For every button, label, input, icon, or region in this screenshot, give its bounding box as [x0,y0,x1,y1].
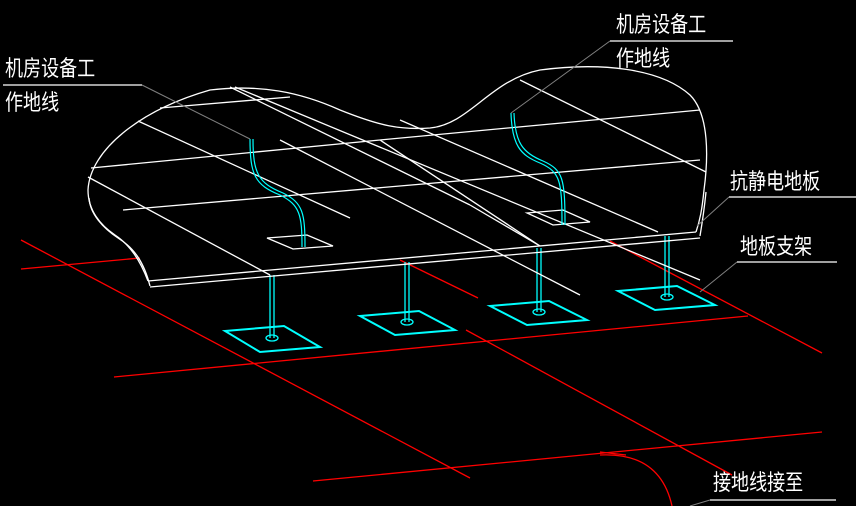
ground-wire-right [510,112,563,226]
tile-seam [159,96,291,109]
grid-line [312,431,823,482]
leader-line [510,40,611,114]
ground-wire-right-inner [513,112,566,226]
label-ground-wire-to: 接地线接至 [713,471,804,496]
leader-line [699,261,738,293]
grid-line [20,257,141,270]
tile-seam [234,86,701,281]
ground-grid [20,239,823,506]
label-equipment-ground-right-line2: 作地线 [616,47,671,72]
antistatic-floor-slab [87,66,708,296]
ground-wire-left-inner [252,138,306,248]
grid-line [599,451,627,456]
slab-cut-edge-inner [88,197,151,287]
grid-line [465,329,733,476]
tile-seam [90,139,381,169]
support-pedestal-2 [356,262,459,337]
leader-line [689,499,711,506]
floor-supports [221,236,719,354]
support-pedestal-4 [614,236,719,312]
ground-wire-left [249,138,303,248]
tile-seam [399,119,659,233]
support-pedestal-1 [221,275,324,354]
tile-seam [87,176,271,276]
label-equipment-ground-right-line1: 机房设备工 [616,13,707,38]
tile-seam [379,139,541,247]
grid-line [609,240,823,354]
slab-cut-outline [87,66,708,282]
leaders [3,40,856,506]
tile-seam [122,159,701,211]
tile-seam [379,109,701,141]
tile-seam [519,79,707,173]
tile-seam [229,86,471,206]
leader-line [696,196,730,227]
label-equipment-ground-left-line2: 作地线 [5,91,60,116]
grid-line [20,239,471,479]
tile-seam [469,204,541,247]
support-pedestal-3 [486,248,591,327]
grid-line [399,259,479,299]
equipment-ground-wires [249,112,566,248]
cable-cutout-right [524,209,591,226]
tile-seam [137,120,351,219]
label-floor-support: 地板支架 [740,235,813,260]
grid-line [113,315,749,378]
slab-front-edge-top [147,231,697,282]
ground-wire-route-curve [599,454,673,506]
slab-right-edge [699,191,707,237]
label-equipment-ground-left-line1: 机房设备工 [5,57,96,82]
cable-cutout-left [266,234,334,250]
label-antistatic-floor: 抗静电地板 [730,170,821,195]
tile-seam [279,139,581,296]
slab-front-edge-bottom [149,237,701,288]
leader-line [141,84,251,140]
